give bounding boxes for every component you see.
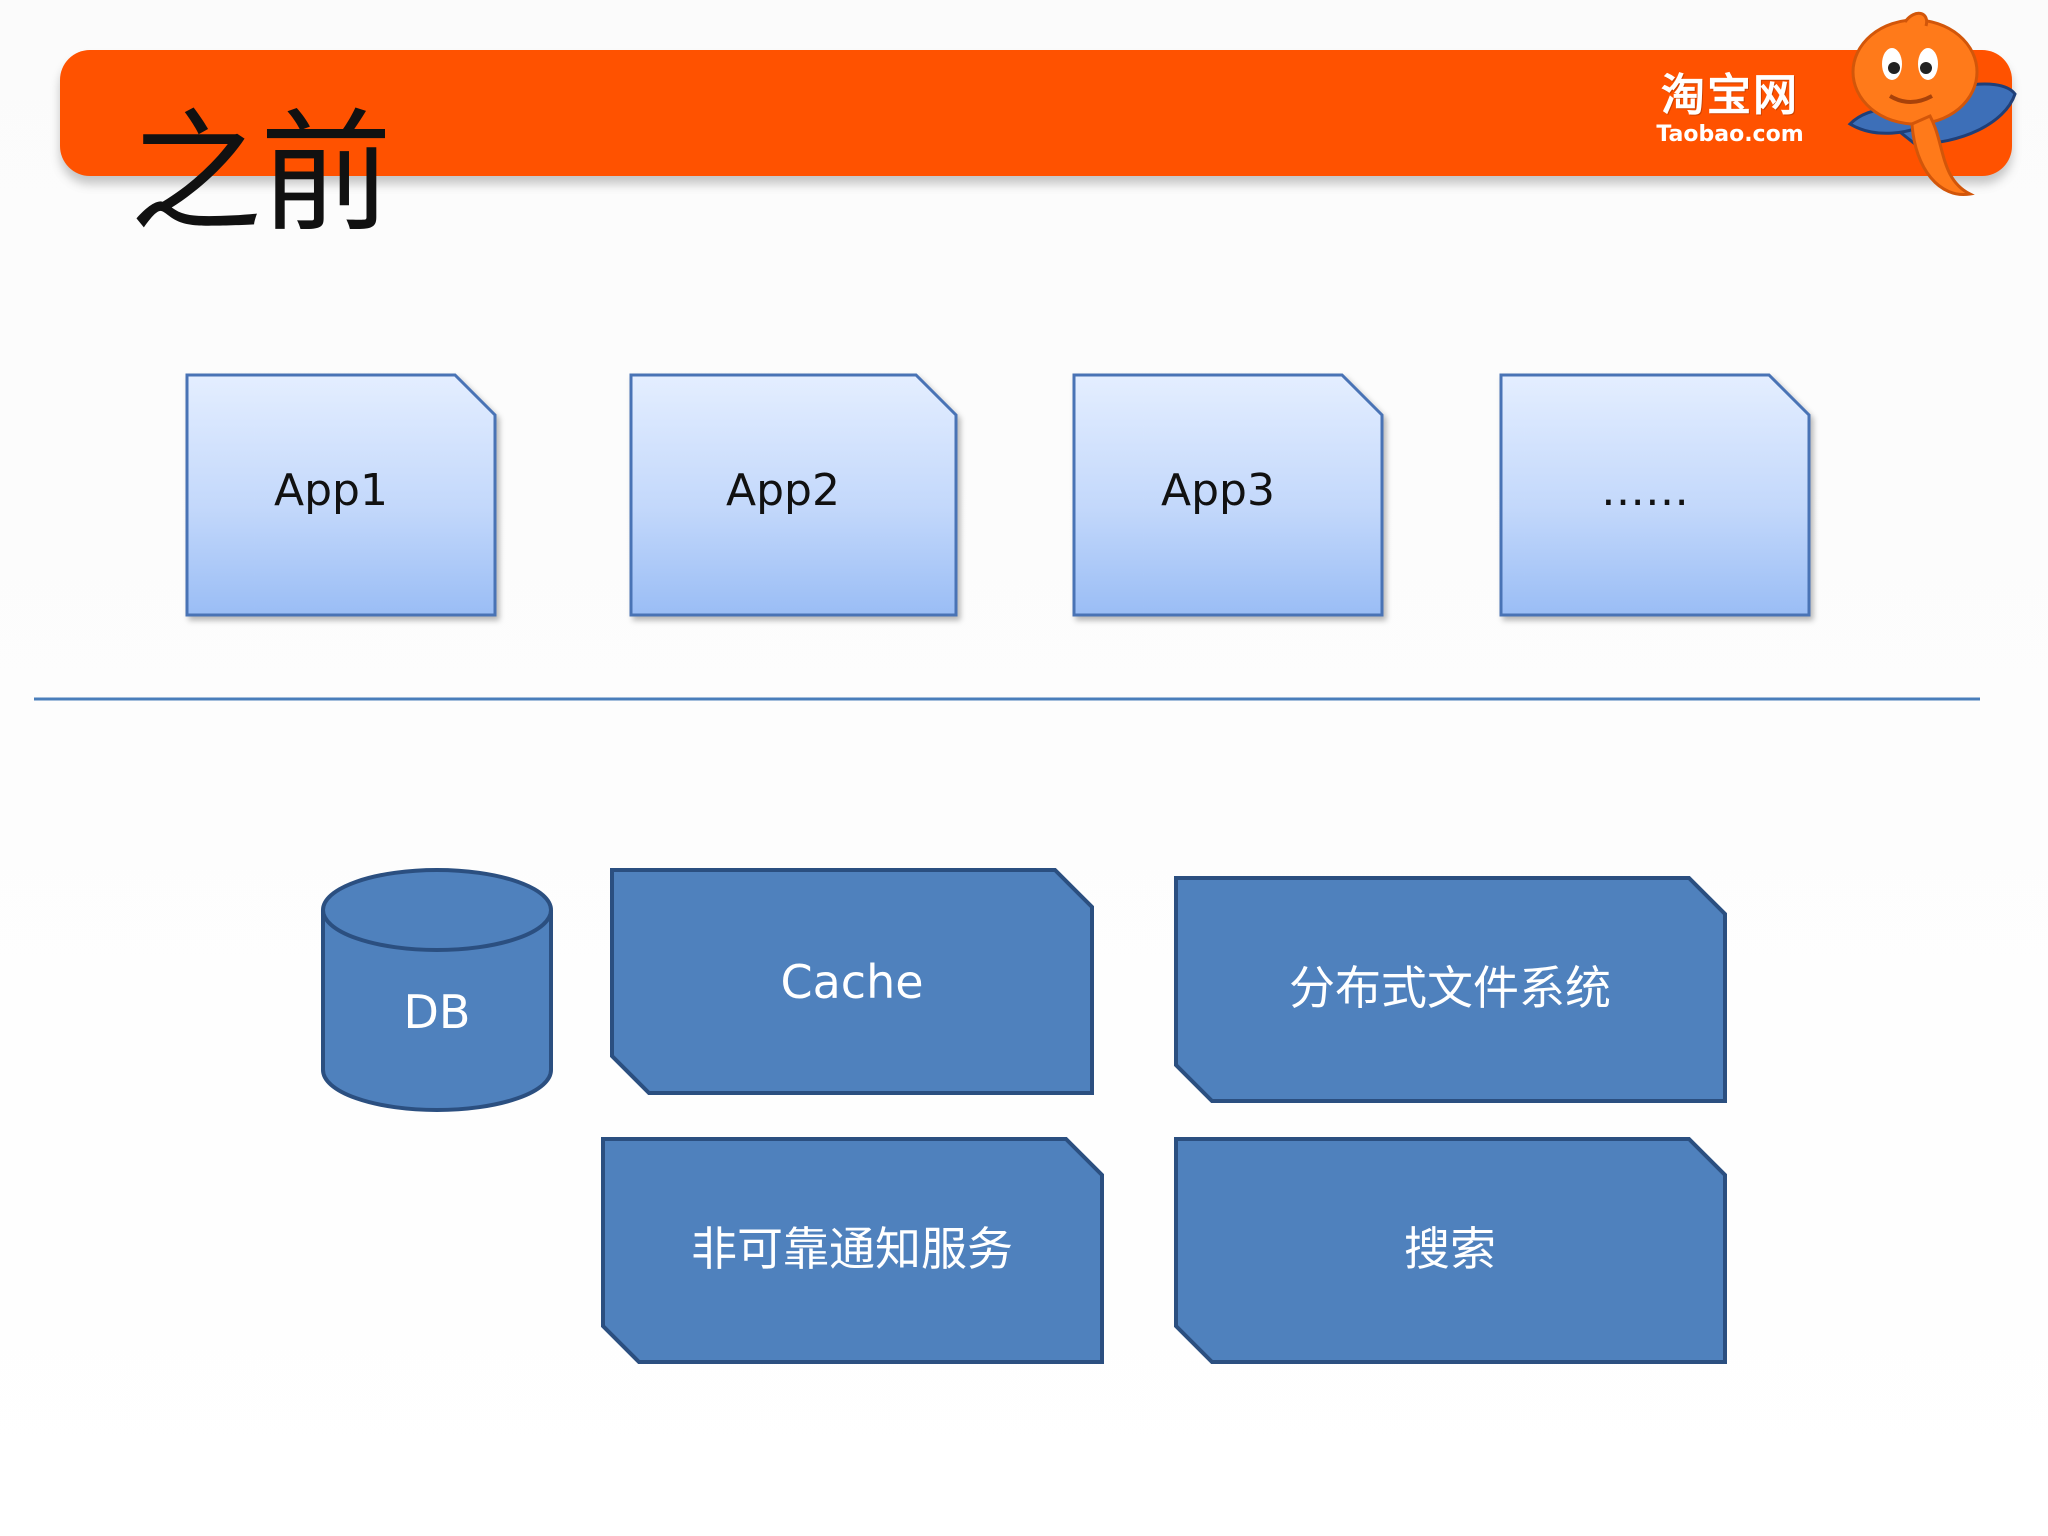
logo-english-text: Taobao.com <box>1656 122 1804 147</box>
dfs-box: 分布式文件系统 <box>1174 876 1727 1103</box>
taobao-logo: 淘宝网 Taobao.com <box>1650 74 1810 146</box>
app-label-2: App2 <box>726 465 840 516</box>
search-box: 搜索 <box>1174 1137 1727 1364</box>
app-label-3: App3 <box>1161 465 1275 516</box>
cache-label: Cache <box>780 955 923 1009</box>
app-box-2: App2 <box>629 373 958 617</box>
app-label-1: App1 <box>274 465 388 516</box>
app-box-3: App3 <box>1072 373 1384 617</box>
cache-box: Cache <box>610 868 1094 1095</box>
db-label: DB <box>404 985 471 1039</box>
header-banner <box>60 50 2012 176</box>
notify-box: 非可靠通知服务 <box>601 1137 1104 1364</box>
app-label-more: …… <box>1601 465 1689 516</box>
slide-title: 之前 <box>130 97 392 251</box>
notify-label: 非可靠通知服务 <box>691 1222 1013 1276</box>
dfs-label: 分布式文件系统 <box>1289 961 1611 1015</box>
search-label: 搜索 <box>1404 1222 1496 1276</box>
app-box-1: App1 <box>185 373 497 617</box>
logo-chinese-text: 淘宝网 <box>1661 70 1799 121</box>
db-cylinder: DB <box>321 868 553 1112</box>
taobao-mascot-icon <box>1847 11 2017 197</box>
app-box-more: …… <box>1499 373 1811 617</box>
